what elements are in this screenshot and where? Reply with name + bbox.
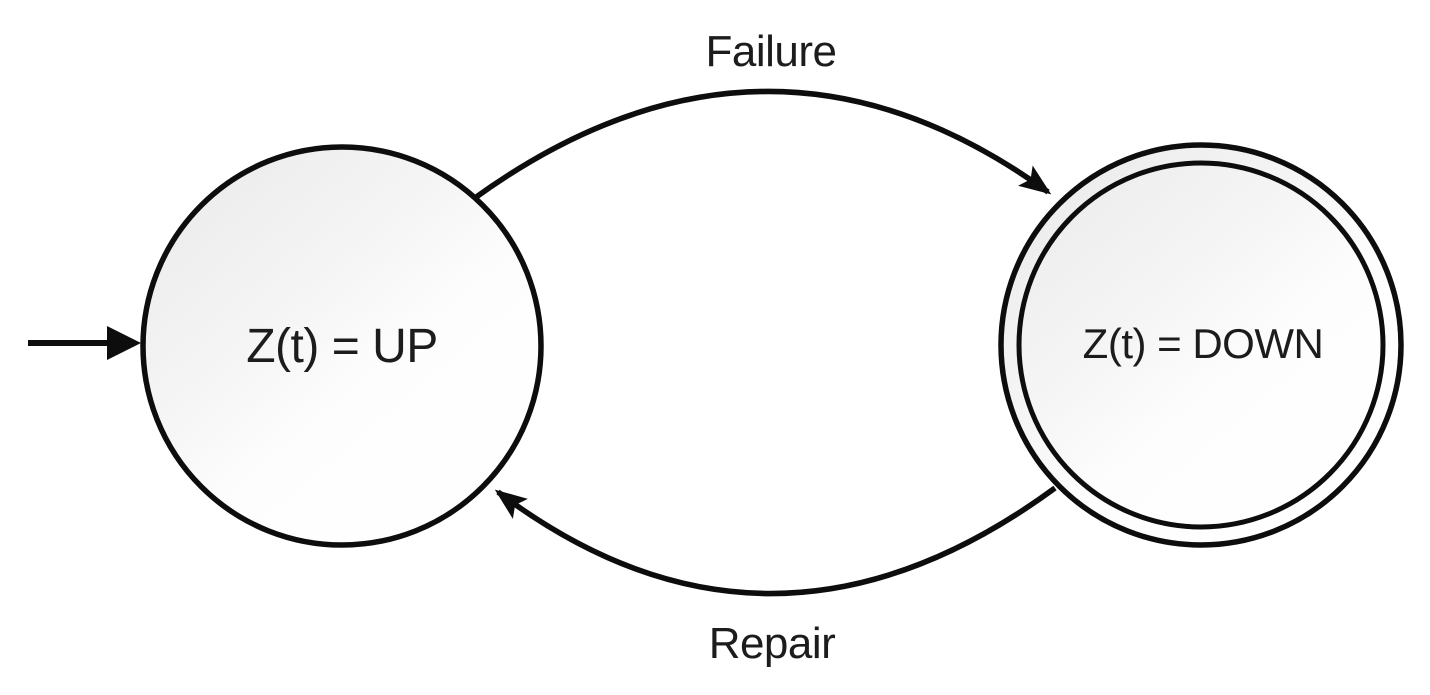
transition-repair-arrow xyxy=(494,485,1057,597)
state-up-circle xyxy=(140,144,544,548)
transition-repair-label: Repair xyxy=(709,619,836,668)
initial-arrowhead-icon xyxy=(107,326,141,360)
initial-state-arrow xyxy=(28,326,141,360)
state-down-outer-circle xyxy=(998,142,1404,548)
transition-failure-label: Failure xyxy=(706,27,837,76)
state-up-label: Z(t) = UP xyxy=(246,320,438,373)
transition-failure-arrow xyxy=(470,88,1052,203)
state-down-label: Z(t) = DOWN xyxy=(1083,320,1324,367)
state-down: Z(t) = DOWN xyxy=(998,142,1404,548)
state-up: Z(t) = UP xyxy=(140,144,544,548)
state-down-inner-circle xyxy=(1016,160,1386,530)
